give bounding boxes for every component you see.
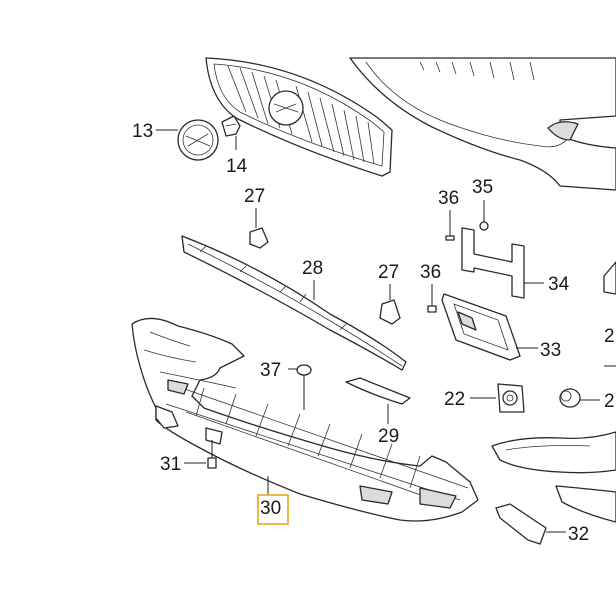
- label-27-upper: 27: [244, 186, 265, 207]
- label-33: 33: [540, 340, 561, 361]
- label-29: 29: [378, 426, 399, 447]
- part-13-emblem[interactable]: [177, 119, 219, 161]
- front-grille[interactable]: [205, 57, 393, 177]
- part-34-bracket[interactable]: [461, 227, 525, 299]
- bumper-cover[interactable]: [349, 57, 616, 191]
- part-36-screw-lower[interactable]: [427, 305, 437, 313]
- part-22-camera[interactable]: [497, 383, 525, 413]
- label-35: 35: [472, 177, 493, 198]
- part-27-bracket-right[interactable]: [379, 299, 401, 325]
- corner-bracket[interactable]: [603, 261, 616, 295]
- part-sensor-round[interactable]: [559, 388, 581, 408]
- label-14: 14: [226, 156, 248, 177]
- label-34: 34: [548, 274, 570, 295]
- part-33-plate-holder[interactable]: [441, 293, 521, 361]
- label-30-highlight: [257, 494, 289, 525]
- fog-light-trim-upper[interactable]: [491, 431, 616, 474]
- part-27-bracket-left[interactable]: [249, 227, 269, 249]
- label-32: 32: [568, 524, 589, 545]
- label-36-lower: 36: [420, 262, 441, 283]
- label-31: 31: [160, 454, 181, 475]
- part-14-clip[interactable]: [221, 115, 241, 137]
- part-36-screw-upper[interactable]: [445, 235, 455, 241]
- part-35-nut[interactable]: [479, 221, 489, 231]
- fog-light-trim-lower[interactable]: [555, 485, 616, 523]
- label-2-lower: 2: [604, 391, 615, 412]
- label-30: 30: [260, 498, 281, 519]
- part-30-underbody-shield[interactable]: [131, 317, 479, 522]
- label-2-upper: 2: [604, 326, 615, 347]
- part-32-strip[interactable]: [495, 503, 547, 545]
- label-36-upper: 36: [438, 188, 459, 209]
- part-29-trim[interactable]: [345, 377, 411, 405]
- label-27-right: 27: [378, 262, 399, 283]
- label-13: 13: [132, 121, 153, 142]
- label-22: 22: [444, 389, 465, 410]
- part-37-push-clip[interactable]: [296, 364, 312, 410]
- label-37: 37: [260, 360, 281, 381]
- part-28-beam[interactable]: [181, 235, 407, 371]
- part-31-screw[interactable]: [207, 440, 217, 469]
- grille-emblem-icon: [268, 90, 304, 126]
- label-28: 28: [302, 258, 323, 279]
